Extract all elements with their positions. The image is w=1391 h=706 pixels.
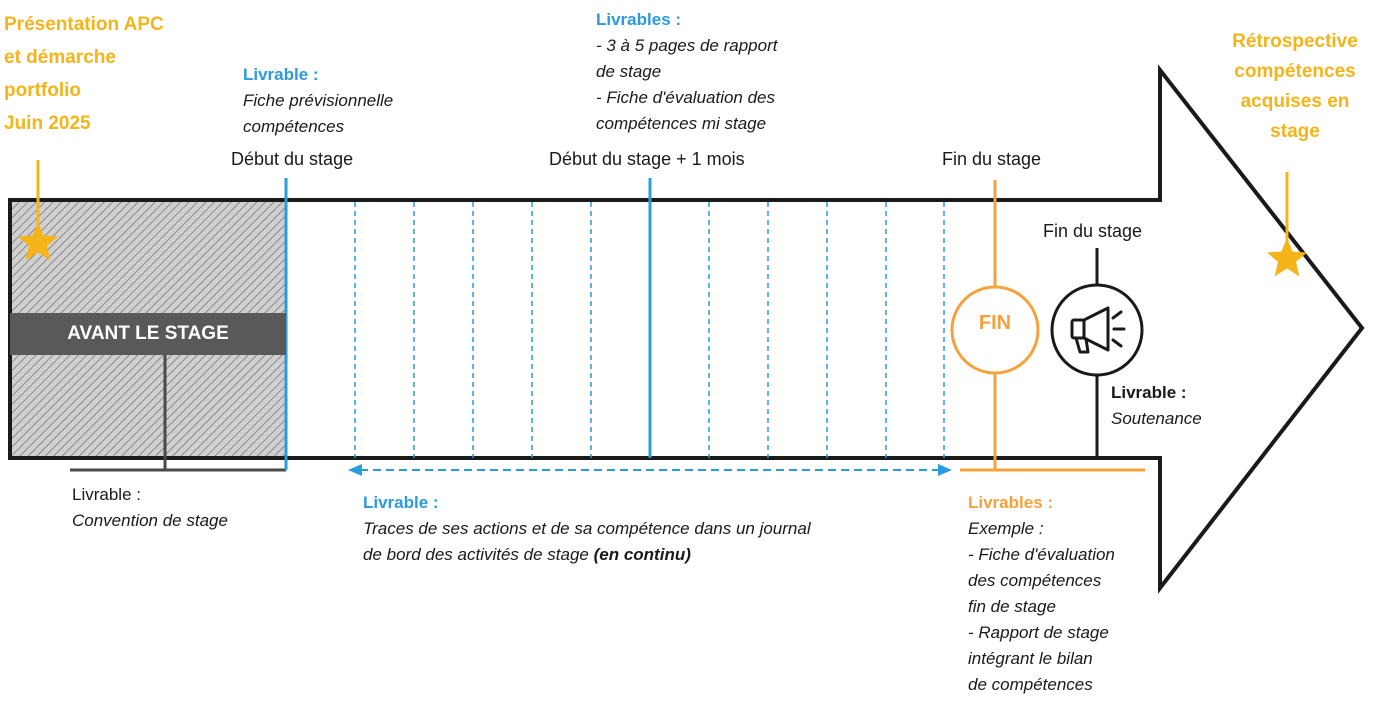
defense-circle [1050,283,1144,377]
mid-deliverables-heading: Livrables : [596,10,682,29]
presentation-star-icon [18,222,58,261]
defense-deliverable-heading: Livrable : [1111,383,1187,402]
presentation-line: et démarche [4,47,116,68]
start-label: Début du stage [231,149,354,169]
before-stage-label: AVANT LE STAGE [67,323,229,344]
final-deliverables-text: de compétences [968,675,1093,694]
start-deliverable-text: compétences [243,117,345,136]
final-deliverables-text: - Fiche d'évaluation [968,545,1115,564]
journal-deliverable: Livrable : Traces de ses actions et de s… [363,490,811,568]
journal-weekly-lines [354,202,945,458]
final-deliverables-text: intégrant le bilan [968,649,1093,668]
convention-heading: Livrable : [72,485,141,504]
presentation-date: Juin 2025 [4,113,91,134]
retro-line: Rétrospective [1232,31,1358,52]
mid-deliverables-text: - 3 à 5 pages de rapport [596,36,778,55]
final-deliverables: Livrables : Exemple : - Fiche d'évaluati… [968,490,1115,698]
retro-star-icon [1267,238,1307,277]
final-deliverables-heading: Livrables : [968,493,1054,512]
mid-deliverables: Livrables : - 3 à 5 pages de rapport de … [596,7,777,137]
start-deliverable-heading: Livrable : [243,65,319,84]
final-deliverables-text: - Rapport de stage [968,623,1109,642]
fin-badge-label: FIN [978,312,1012,334]
final-deliverables-text: Exemple : [968,519,1044,538]
retro-title: Rétrospective compétences acquises en st… [1205,27,1385,147]
journal-text: Traces de ses actions et de sa compétenc… [363,519,811,538]
presentation-line: Présentation APC [4,14,164,35]
start-deliverable-text: Fiche prévisionnelle [243,91,394,110]
retro-line: stage [1270,121,1320,142]
defense-deliverable-text: Soutenance [1111,409,1202,428]
mid-deliverables-text: - Fiche d'évaluation des [596,88,776,107]
start-deliverable: Livrable : Fiche prévisionnelle compéten… [243,62,393,140]
journal-text-line2: de bord des activités de stage (en conti… [363,542,811,568]
retro-line: compétences [1234,61,1356,82]
before-stage-banner: AVANT LE STAGE [10,313,286,355]
final-deliverables-text: fin de stage [968,597,1056,616]
mid-deliverables-text: compétences mi stage [596,114,767,133]
journal-continuous-arrow [348,464,952,476]
defense-label: Fin du stage [1043,221,1143,241]
end-label: Fin du stage [942,149,1042,169]
mid-label: Début du stage + 1 mois [549,149,745,169]
convention-text: Convention de stage [72,511,228,530]
fin-badge [950,285,1040,375]
defense-deliverable: Livrable : Soutenance [1111,380,1202,432]
presentation-line: portfolio [4,80,82,101]
journal-continuous-note: (en continu) [593,545,691,564]
journal-heading: Livrable : [363,493,439,512]
retro-line: acquises en [1240,91,1350,112]
mid-deliverables-text: de stage [596,62,662,81]
final-deliverables-text: des compétences [968,571,1102,590]
megaphone-icon [1070,306,1126,354]
presentation-title: Présentation APC et démarche portfolio J… [4,8,164,140]
journal-text: de bord des activités de stage [363,545,589,564]
convention-deliverable: Livrable : Convention de stage [72,482,228,534]
